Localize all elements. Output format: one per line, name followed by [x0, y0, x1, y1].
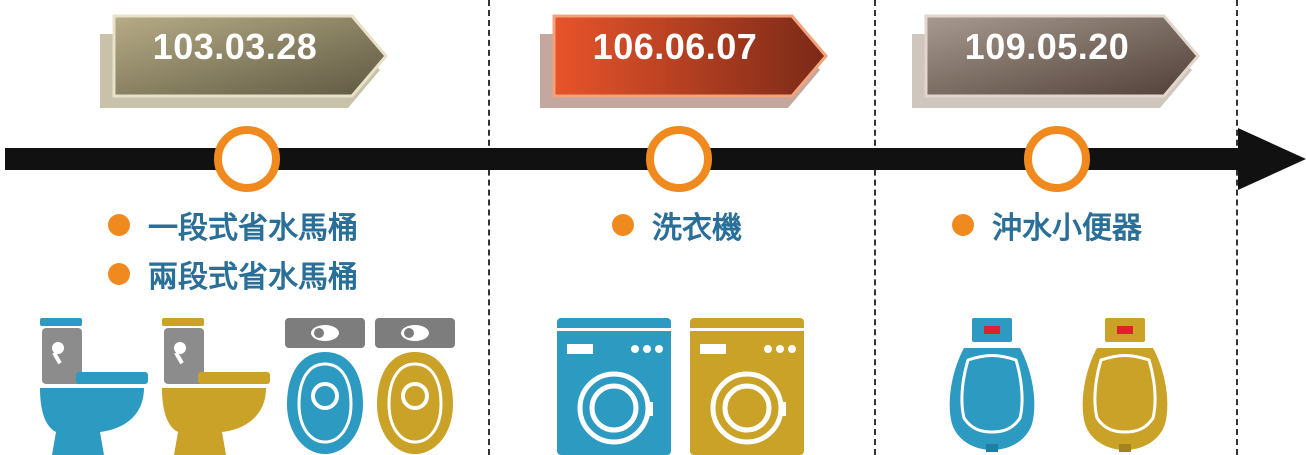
fixture-item: 沖水小便器 — [952, 203, 1142, 247]
fixture-label: 洗衣機 — [652, 211, 742, 246]
date-tag-2: 106.06.07 — [540, 12, 830, 110]
toilet-top-icon — [285, 318, 365, 454]
date-tag-1: 103.03.28 — [100, 12, 390, 110]
toilet-top-icon — [375, 318, 455, 454]
fixture-label: 一段式省水馬桶 — [148, 211, 358, 246]
timeline-node — [214, 126, 280, 192]
urinal-icon — [1082, 318, 1168, 452]
fixture-label: 兩段式省水馬桶 — [148, 260, 358, 295]
fixture-item: 一段式省水馬桶 — [108, 203, 358, 247]
toilet-icon — [40, 318, 148, 455]
section-divider — [488, 0, 490, 455]
washing-machine-icon — [690, 318, 804, 455]
bullet-icon — [108, 214, 130, 236]
fixture-label: 沖水小便器 — [992, 211, 1142, 246]
section-divider — [874, 0, 876, 455]
date-label: 109.05.20 — [964, 26, 1130, 67]
toilet-icon — [162, 318, 270, 455]
urinal-icon — [949, 318, 1035, 452]
bullet-icon — [952, 214, 974, 236]
fixture-item: 洗衣機 — [612, 203, 742, 247]
date-label: 106.06.07 — [592, 26, 758, 67]
date-label: 103.03.28 — [152, 26, 318, 67]
bullet-icon — [612, 214, 634, 236]
date-tag-3: 109.05.20 — [912, 12, 1202, 110]
washing-machine-icon — [557, 318, 671, 455]
timeline-node — [646, 126, 712, 192]
bullet-icon — [108, 263, 130, 285]
section-divider — [1236, 0, 1238, 455]
fixture-item: 兩段式省水馬桶 — [108, 252, 358, 296]
timeline-node — [1024, 126, 1090, 192]
